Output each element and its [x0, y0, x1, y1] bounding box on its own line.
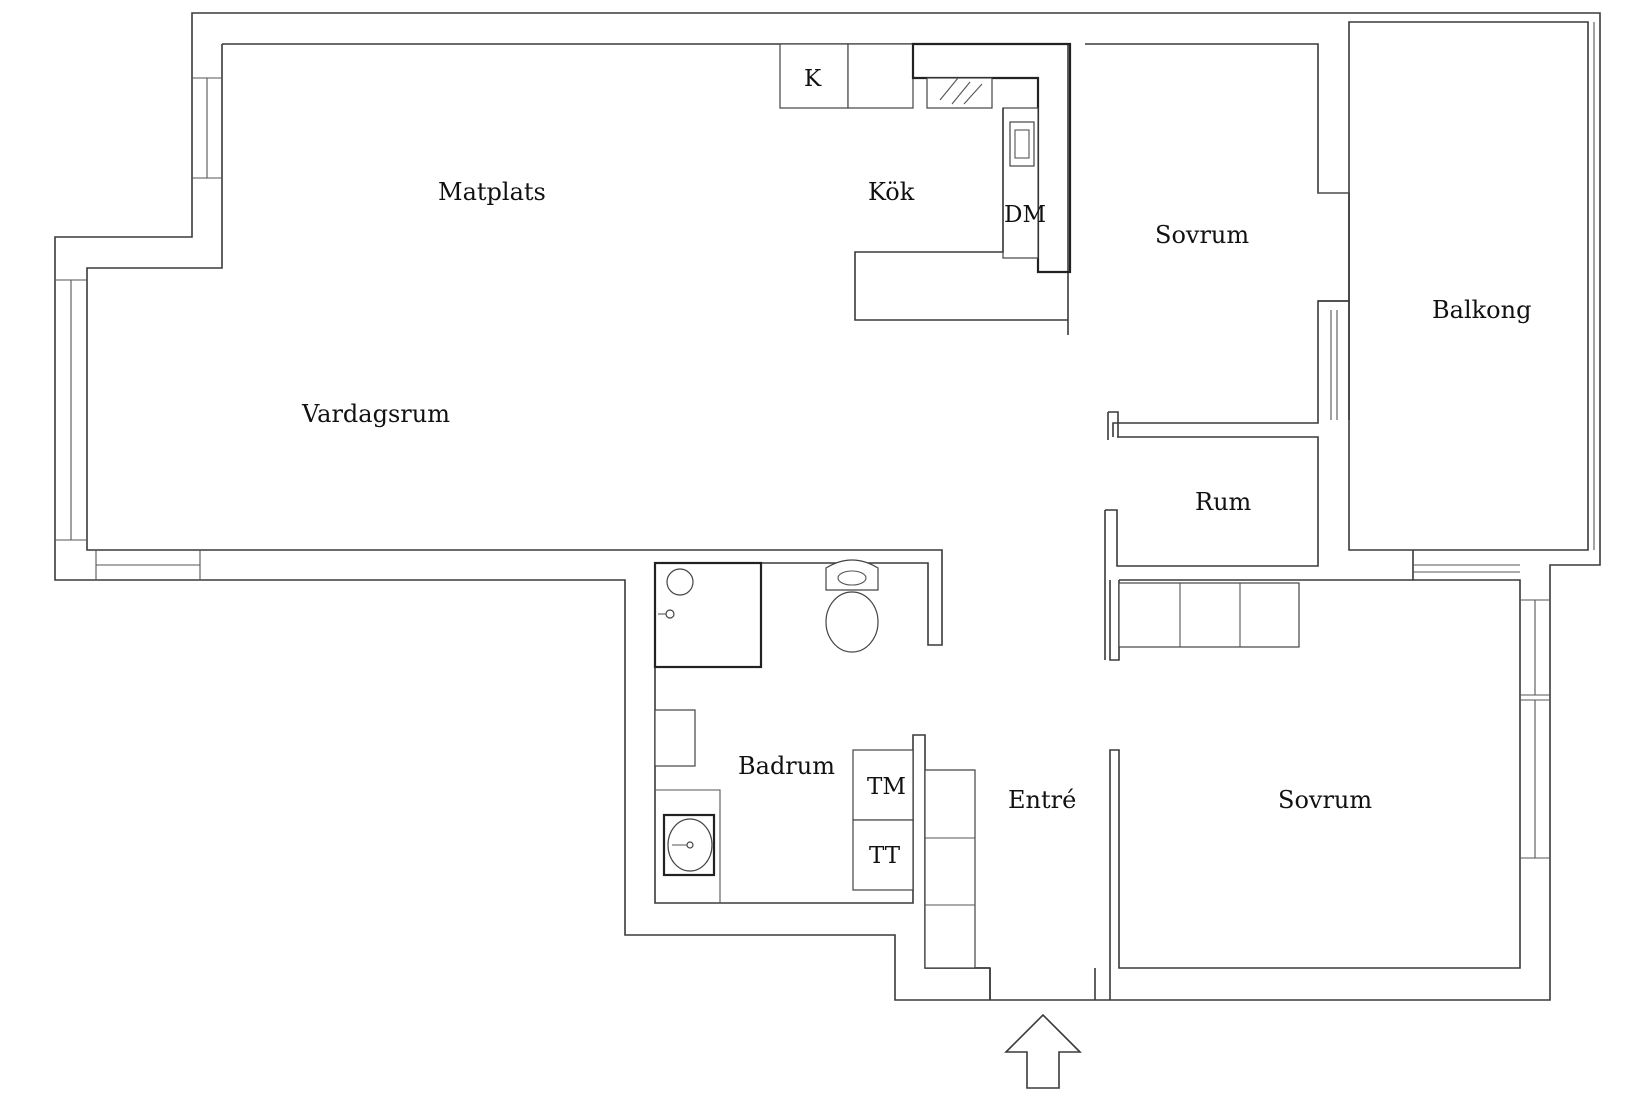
outer-walls — [54, 12, 1601, 1001]
stove-icon — [926, 77, 993, 109]
room-label-sovrum-upper: Sovrum — [1155, 221, 1249, 249]
room-label-tm: TM — [867, 774, 906, 800]
bathroom — [653, 559, 914, 903]
room-label-balkong: Balkong — [1432, 296, 1531, 324]
room-label-kok: Kök — [868, 178, 915, 206]
toilet-icon — [825, 559, 879, 653]
room-label-tt: TT — [869, 843, 901, 869]
sink-kitchen-icon — [1009, 121, 1035, 167]
room-label-dm: DM — [1004, 202, 1046, 228]
kitchen — [779, 42, 1072, 321]
wardrobes — [924, 582, 1300, 969]
room-label-sovrum-lower: Sovrum — [1278, 786, 1372, 814]
windows — [55, 22, 1595, 859]
entrance-arrow-icon — [1004, 1013, 1082, 1089]
sink-icon — [662, 813, 716, 877]
room-label-badrum: Badrum — [738, 752, 835, 780]
k-cabinet — [779, 43, 849, 109]
room-label-k: K — [804, 66, 822, 92]
room-label-entre: Entré — [1008, 786, 1076, 814]
room-label-rum: Rum — [1195, 488, 1252, 516]
shower-icon — [653, 561, 763, 669]
room-label-vardagsrum: Vardagsrum — [301, 400, 450, 428]
room-label-matplats: Matplats — [438, 178, 546, 206]
